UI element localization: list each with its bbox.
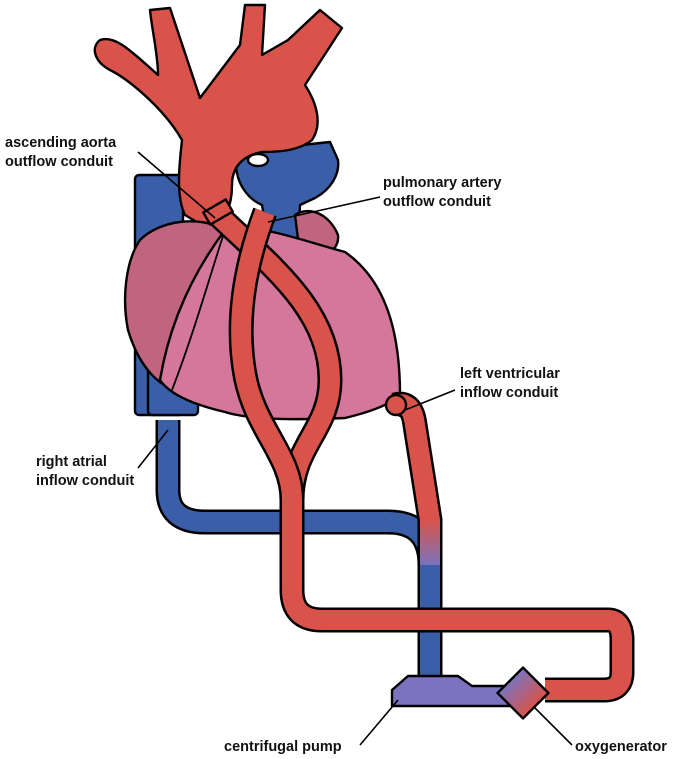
- leader-lines: [137, 151, 573, 746]
- left-ventricular-inflow-conduit: [384, 391, 443, 565]
- label-pulmonary-artery: pulmonary artery: [383, 175, 501, 191]
- label-pulmonary-artery-line2: outflow conduit: [383, 194, 491, 210]
- pulmonary-artery-outflow-conduit: [228, 207, 305, 501]
- label-oxygenerator: oxygenerator: [575, 739, 667, 755]
- centrifugal-pump: [390, 674, 517, 708]
- oxygenerator: [496, 666, 550, 720]
- label-right-atrial-line2: inflow conduit: [36, 473, 134, 489]
- label-left-ventricular-line2: inflow conduit: [460, 385, 558, 401]
- aortic-arch: [93, 3, 344, 232]
- label-centrifugal-pump: centrifugal pump: [224, 739, 342, 755]
- label-ascending-aorta-line2: outflow conduit: [5, 154, 113, 170]
- label-left-ventricular: left ventricular: [460, 366, 560, 382]
- label-ascending-aorta: ascending aorta: [5, 135, 117, 151]
- ascending-aorta-outflow-conduit: [202, 198, 635, 703]
- label-right-atrial: right atrial: [36, 454, 107, 470]
